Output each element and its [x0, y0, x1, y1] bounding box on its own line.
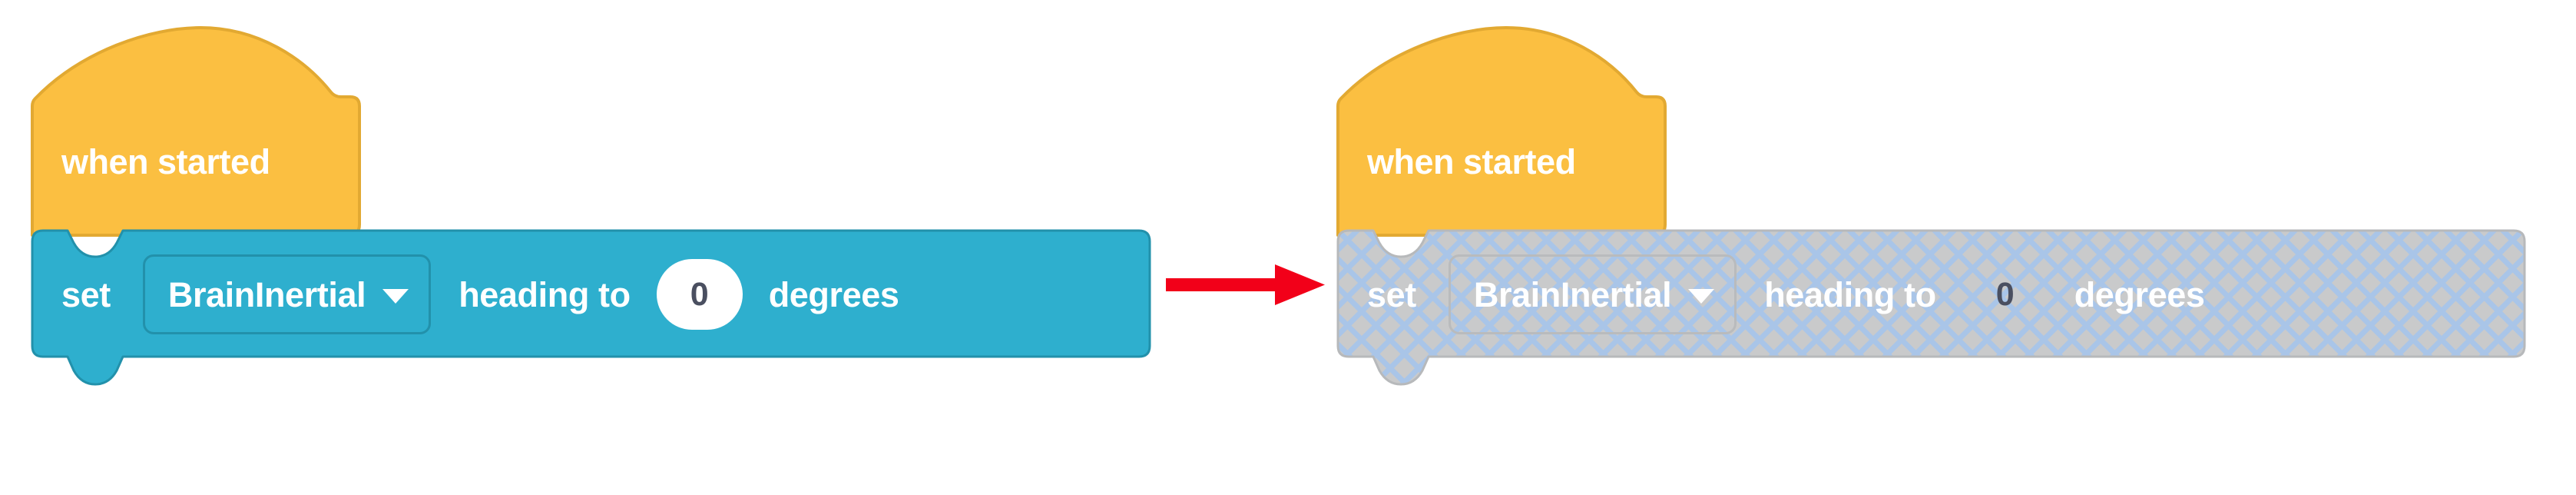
device-dropdown-value-ghost: BrainInertial	[1473, 274, 1672, 314]
device-dropdown-ghost[interactable]: BrainInertial	[1448, 254, 1737, 334]
set-heading-stack-block-ghost[interactable]: set BrainInertial heading to 0 degrees	[1336, 229, 2526, 386]
chevron-down-icon-ghost	[1688, 289, 1715, 304]
hat-block-shape	[31, 26, 361, 241]
device-dropdown[interactable]: BrainInertial	[142, 254, 432, 334]
stack-prefix-label-ghost: set	[1367, 274, 1416, 314]
chevron-down-icon	[382, 289, 409, 304]
when-started-hat-block-ghost[interactable]: when started	[1336, 23, 1667, 241]
stack-middle-label: heading to	[459, 274, 631, 314]
stack-middle-label-ghost: heading to	[1764, 274, 1936, 314]
hat-block-label-ghost: when started	[1367, 142, 1576, 181]
heading-value-text: 0	[690, 275, 709, 313]
stack-block-content: set BrainInertial heading to 0 degrees	[32, 231, 1148, 358]
transition-arrow	[1160, 260, 1336, 314]
heading-value-text-ghost: 0	[1995, 275, 2015, 313]
hat-block-label: when started	[61, 142, 270, 181]
device-dropdown-value: BrainInertial	[167, 274, 366, 314]
when-started-hat-block[interactable]: when started	[31, 23, 361, 241]
stack-block-shape	[31, 229, 1151, 386]
stack-suffix-label: degrees	[768, 274, 899, 314]
stack-prefix-label: set	[61, 274, 111, 314]
heading-value-input-ghost[interactable]: 0	[1962, 259, 2048, 330]
stack-block-shape-ghost	[1336, 229, 2526, 386]
heading-value-input[interactable]: 0	[656, 259, 743, 330]
stack-block-content-ghost: set BrainInertial heading to 0 degrees	[1338, 231, 2454, 358]
set-heading-stack-block[interactable]: set BrainInertial heading to 0 degrees	[31, 229, 1151, 386]
stack-suffix-label-ghost: degrees	[2074, 274, 2205, 314]
arrow-right-icon	[1166, 264, 1325, 305]
hat-block-shape-ghost	[1336, 26, 1667, 241]
